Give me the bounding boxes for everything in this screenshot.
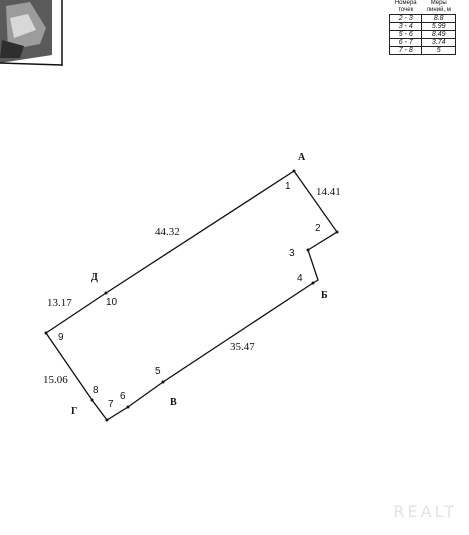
point-label-6: 6 (120, 391, 126, 402)
corner-label-g: Г (71, 406, 77, 417)
site-photo-fragment (0, 0, 63, 67)
header-points: Номера точек (394, 0, 417, 13)
length-label-a-2: 14.41 (316, 186, 341, 198)
corner-label-v: В (170, 397, 177, 408)
header-lengths: Меры линий, м (426, 0, 451, 13)
corner-label-b: Б (321, 290, 328, 301)
point-label-7: 7 (108, 399, 114, 410)
plot-boundary-outline (45, 170, 338, 421)
point-label-9: 9 (58, 332, 64, 343)
point-label-10: 10 (106, 297, 118, 308)
corner-label-d: Д (91, 272, 98, 283)
row-points: 7 - 8 (388, 46, 423, 55)
point-label-5: 5 (155, 366, 161, 377)
corner-label-a: А (298, 152, 306, 163)
vertex-markers (44, 169, 339, 422)
realt-watermark: REALT (393, 502, 457, 521)
length-label-d-a: 44.32 (155, 226, 180, 238)
point-label-4: 4 (297, 273, 303, 284)
length-label-9-8: 15.06 (43, 374, 68, 386)
length-label-b-5: 35.47 (230, 341, 255, 353)
length-label-d-9: 13.17 (47, 297, 72, 309)
table-row: 7 - 8 5 (388, 46, 456, 55)
line-measures-table: Номера точек Меры линий, м 2 - 3 8.8 3 -… (388, 0, 456, 55)
point-label-1: 1 (285, 181, 291, 192)
point-label-3: 3 (289, 248, 295, 259)
point-label-8: 8 (93, 385, 99, 396)
table-header-row: Номера точек Меры линий, м (390, 0, 456, 15)
row-length: 5 (421, 46, 456, 55)
point-label-2: 2 (315, 223, 321, 234)
